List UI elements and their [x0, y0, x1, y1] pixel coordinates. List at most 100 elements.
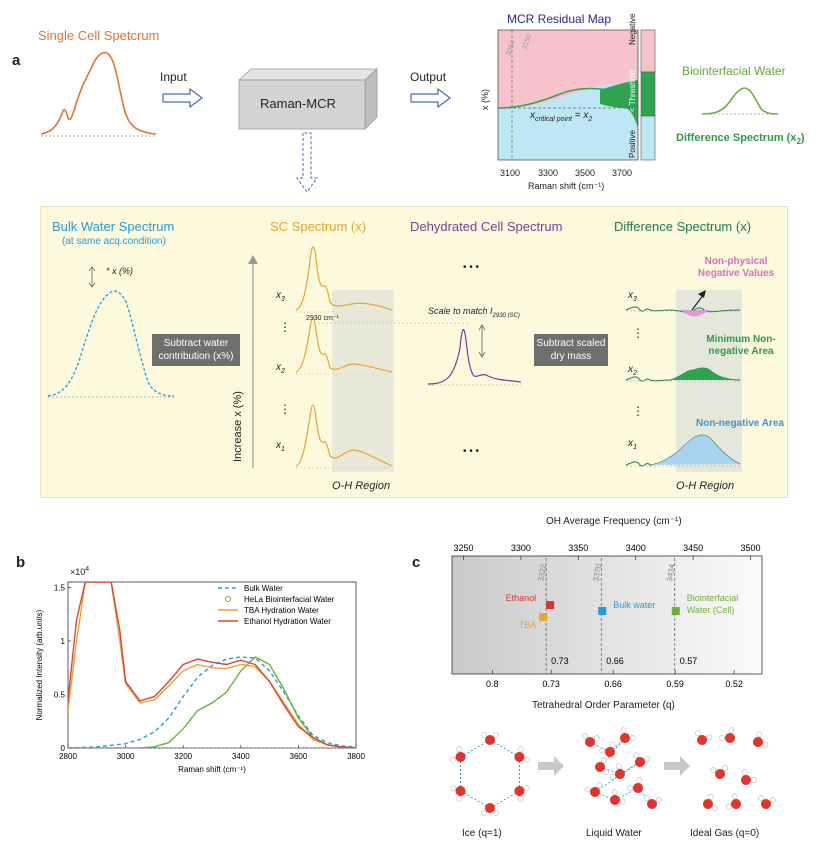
diff-x1: x1	[628, 438, 637, 451]
single-cell-label: Single Cell Spetcrum	[38, 28, 160, 43]
single-cell-spectrum	[40, 51, 157, 137]
legend-marker-1	[225, 596, 231, 602]
diff-vdots-1: ⋮	[632, 326, 644, 340]
q-value-1: 0.66	[606, 656, 624, 666]
bulk-subtitle: (at same acq.condition)	[62, 236, 166, 247]
top-tick-label: 3400	[626, 543, 646, 553]
ellipsis-top: • • •	[463, 262, 480, 273]
vline-label-1: 3370	[591, 563, 603, 583]
arrow-right-icon	[538, 756, 564, 776]
down-arrow-icon	[296, 132, 318, 193]
increase-label: Increase x (%)	[232, 391, 244, 462]
diff-title: Difference Spectrum (x)	[614, 219, 752, 234]
liquid-molecule	[609, 763, 625, 780]
hbond	[460, 739, 491, 758]
gas-molecule	[725, 793, 741, 810]
x-tick-label: 3600	[290, 752, 308, 761]
liquid-molecule	[633, 752, 651, 767]
gas-molecule	[753, 731, 769, 748]
ice-molecule	[514, 746, 530, 763]
gas-molecule	[741, 769, 757, 785]
sc-x2: x2	[276, 362, 285, 375]
bottom-tick-label: 0.52	[725, 679, 743, 689]
oh-region-label-left: O-H Region	[332, 480, 391, 492]
input-arrow-icon	[162, 88, 203, 108]
x-axis-label: Raman shift (cm⁻¹)	[178, 765, 246, 774]
diff-x2: x2	[628, 364, 637, 377]
mcr-ylabel: x (%)	[480, 89, 490, 110]
mcr-sidebar-negative: Negative	[628, 13, 637, 45]
svg-text:3054: 3054	[505, 40, 517, 57]
point-label-3-b: Water (Cell)	[687, 605, 735, 615]
top-axis-label: OH Average Frequency (cm⁻¹)	[546, 516, 682, 527]
hbond	[489, 790, 520, 809]
panel-a-letter: a	[12, 52, 21, 69]
ice-molecule	[481, 732, 499, 745]
nonneg-label: Non-negative Area	[696, 418, 784, 429]
y-tick-label: 1.5	[54, 583, 66, 592]
difference-spectra	[625, 290, 741, 467]
raman-mcr-box	[238, 68, 378, 130]
gas-molecule	[719, 727, 735, 743]
y-tick-label: 1	[61, 637, 66, 646]
point-marker-1	[539, 613, 548, 621]
legend-label-2: TBA Hydration Water	[244, 606, 319, 615]
x-tick-label: 3200	[174, 752, 192, 761]
liquid-molecule	[582, 733, 600, 747]
point-marker-2	[598, 607, 607, 615]
series-line-0	[68, 656, 356, 748]
y-tick-label: 0.5	[54, 690, 66, 699]
vline-label-2: 3434	[665, 563, 677, 583]
sc-vdots-1: ⋮	[279, 320, 291, 334]
point-label-2: Bulk water	[613, 600, 655, 610]
top-tick-label: 3450	[683, 543, 703, 553]
point-label-0: Ethanol	[506, 593, 537, 603]
gas-molecule	[758, 795, 776, 809]
mcr-xlabel: Raman shift (cm⁻¹)	[528, 181, 605, 191]
bottom-tick-label: 0.59	[666, 679, 684, 689]
top-tick-label: 3500	[741, 543, 761, 553]
hbond	[594, 761, 641, 793]
gas-molecule	[703, 793, 718, 811]
plot-frame	[451, 555, 763, 675]
mcr-sidebar-threshold: < Threshold	[628, 69, 637, 112]
panel-b-multiplier: ×104	[70, 566, 90, 577]
mcr-annotation: xcritical point = x2	[530, 110, 593, 123]
mcr-xtick-0: 3100	[500, 168, 521, 178]
x-tick-label: 3400	[232, 752, 250, 761]
bottom-tick-label: 0.73	[542, 679, 560, 689]
ice-molecule	[450, 746, 466, 763]
sc-title: SC Spectrum (x)	[270, 219, 367, 234]
bulk-title: Bulk Water Spectrum	[52, 219, 175, 234]
ice-molecule	[450, 785, 466, 802]
arrow-right-icon	[664, 756, 690, 776]
oh-region-label-right: O-H Region	[676, 480, 735, 492]
x-tick-label: 3000	[117, 752, 135, 761]
scale-label: Scale to match I2930 (SC)	[428, 306, 520, 319]
ice-molecule	[481, 803, 499, 816]
mcr-xtick-3: 3700	[612, 168, 633, 178]
vline-label-0: 3322	[536, 563, 548, 583]
point-marker-3	[671, 607, 680, 615]
q-value-2: 0.57	[680, 656, 698, 666]
liquid-molecule	[599, 741, 616, 757]
peak-label: 2930 cm⁻¹	[306, 315, 339, 322]
ice-molecule	[514, 785, 530, 802]
mcr-xtick-1: 3300	[538, 168, 559, 178]
legend-label-1: HeLa Biointerfacial Water	[244, 595, 335, 604]
hbond	[460, 790, 491, 809]
mcr-xtick-2: 3500	[575, 168, 596, 178]
dehydrated-title: Dehydrated Cell Spectrum	[410, 219, 563, 234]
point-label-1: TBA	[519, 620, 537, 630]
sc-x1: x1	[276, 440, 285, 453]
ellipsis-bottom: • • •	[463, 446, 480, 457]
subtract-water-box: Subtract water contribution (x%)	[152, 334, 240, 366]
bottom-axis-label: Tetrahedral Order Parameter (q)	[532, 700, 675, 711]
sc-spectra	[295, 246, 393, 469]
output-label: Output	[410, 70, 447, 84]
biointerfacial-label: Biointerfacial Water	[682, 64, 786, 78]
output-arrow-icon	[410, 88, 451, 108]
sc-vdots-2: ⋮	[279, 402, 291, 416]
